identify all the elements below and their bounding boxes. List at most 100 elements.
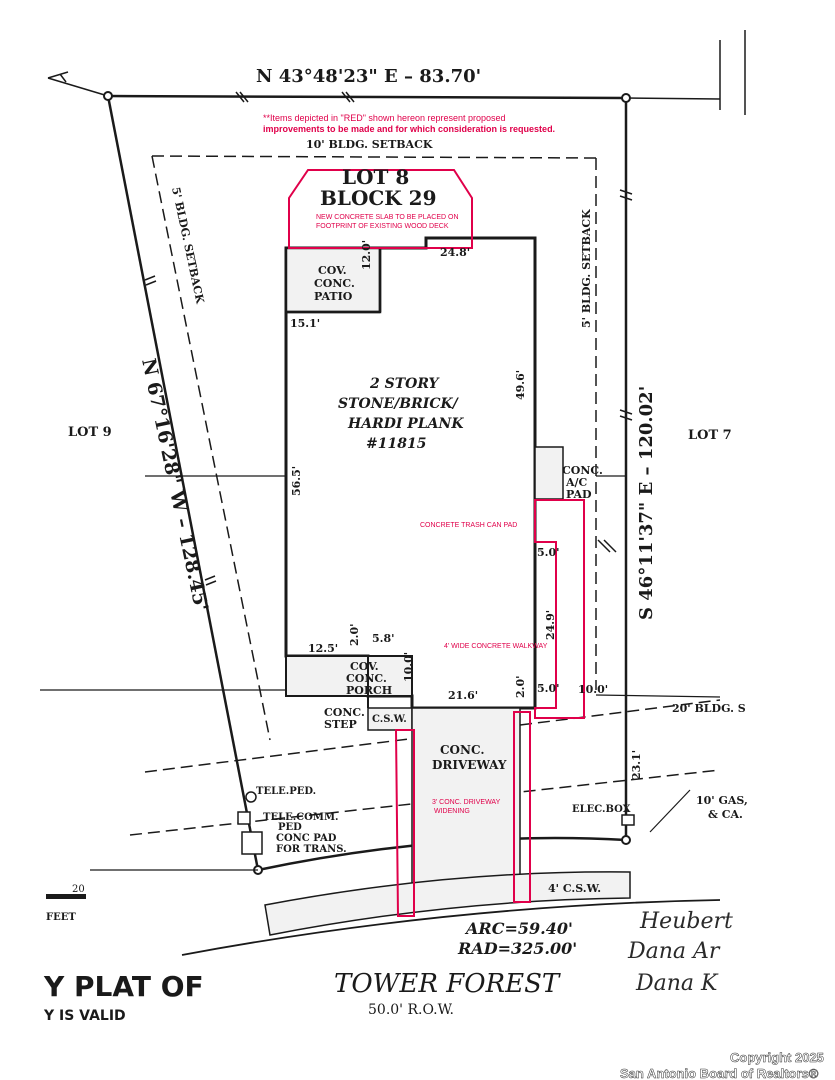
gas-label: 10' GAS, & CA. (696, 794, 748, 821)
csw-top-label: C.S.W. (372, 714, 407, 725)
svg-text:23.1': 23.1' (630, 750, 643, 780)
driveway-label: CONC. DRIVEWAY (432, 743, 507, 772)
property-boundary (106, 94, 628, 872)
svg-text:12.0': 12.0' (360, 240, 373, 270)
lot-left-label: LOT 9 (68, 425, 112, 440)
svg-text:49.6': 49.6' (514, 370, 527, 400)
patio-label: COV. CONC. PATIO (314, 264, 355, 303)
dimension-labels: 24.8' 12.0' 15.1' 49.6' 56.5' 12.5' 2.0'… (290, 240, 643, 780)
proposed-note-line2: improvements to be made and for which co… (263, 124, 555, 134)
svg-text:CONC PAD: CONC PAD (276, 833, 337, 844)
arc-label: ARC=59.40' (464, 919, 573, 938)
svg-text:A/C: A/C (565, 476, 588, 489)
svg-text:STONE/BRICK/: STONE/BRICK/ (338, 396, 460, 412)
svg-text:10.0': 10.0' (578, 683, 608, 696)
svg-text:5.8': 5.8' (372, 632, 395, 645)
plat-title: Y PLAT OF (43, 970, 204, 1003)
widening-note-line1: 3' CONC. DRIVEWAY (432, 799, 501, 806)
svg-text:PATIO: PATIO (314, 290, 353, 303)
slab-note-line1: NEW CONCRETE SLAB TO BE PLACED ON (316, 214, 459, 221)
block-label: BLOCK 29 (320, 186, 436, 210)
svg-text:CONC.: CONC. (324, 706, 365, 719)
svg-text:Heubert: Heubert (639, 909, 733, 934)
north-bearing: N 43°48'23" E – 83.70' (256, 66, 481, 87)
street-name: TOWER FOREST (334, 969, 561, 999)
svg-text:DRIVEWAY: DRIVEWAY (432, 758, 507, 772)
utility-symbols (237, 791, 635, 855)
trash-pad-note: CONCRETE TRASH CAN PAD (420, 522, 517, 529)
slab-note-line2: FOOTPRINT OF EXISTING WOOD DECK (316, 223, 449, 230)
house-description: 2 STORY STONE/BRICK/ HARDI PLANK #11815 (338, 376, 464, 452)
svg-text:24.8': 24.8' (440, 246, 470, 259)
svg-text:CONC.: CONC. (346, 672, 387, 685)
ref-lines (40, 475, 721, 871)
corner-pins (103, 91, 631, 875)
svg-text:21.6': 21.6' (448, 689, 478, 702)
conc-step-label: CONC. STEP (324, 706, 365, 731)
lot-right-label: LOT 7 (688, 428, 732, 443)
svg-text:PAD: PAD (566, 488, 592, 501)
covered-porch (285, 655, 413, 708)
left-setback-label: 5' BLDG. SETBACK (169, 186, 206, 305)
walkway-note: 4' WIDE CONCRETE WALKWAY (444, 643, 548, 650)
copyright-line1: Copyright 2025 (730, 1050, 824, 1065)
proposed-improvements (288, 169, 585, 917)
conc-pad-trans-label: CONC PAD FOR TRANS. (276, 833, 347, 855)
east-bearing: S 46°11'37" E – 120.02' (636, 386, 657, 620)
svg-text:5.0': 5.0' (537, 546, 560, 559)
front-setback-label: 20' BLDG. S (672, 702, 746, 715)
svg-text:COV.: COV. (318, 264, 347, 277)
svg-text:CONC.: CONC. (314, 277, 355, 290)
svg-text:TELE.COMM.: TELE.COMM. (263, 812, 339, 823)
right-setback-label: 5' BLDG. SETBACK (580, 209, 593, 328)
svg-text:10.0': 10.0' (402, 652, 415, 682)
tele-comm-label: TELE.COMM. PED (263, 812, 339, 833)
svg-text:12.5': 12.5' (308, 642, 338, 655)
svg-text:20: 20 (72, 884, 85, 895)
svg-text:FOR TRANS.: FOR TRANS. (276, 844, 347, 855)
ac-pad (534, 446, 564, 500)
svg-text:10' GAS,: 10' GAS, (696, 794, 748, 807)
svg-text:5.0': 5.0' (537, 682, 560, 695)
svg-text:CONC.: CONC. (562, 464, 603, 477)
valid-text: Y IS VALID (43, 1008, 126, 1024)
elec-box-label: ELEC.BOX (572, 804, 631, 815)
svg-text:Dana K: Dana K (635, 971, 719, 996)
svg-text:15.1': 15.1' (290, 317, 320, 330)
svg-text:#11815: #11815 (366, 436, 426, 452)
svg-text:STEP: STEP (324, 718, 357, 731)
covered-patio (284, 246, 382, 314)
scale-bar: 20 FEET (46, 884, 86, 923)
svg-text:CONC.: CONC. (440, 743, 485, 757)
ac-pad-label: CONC. A/C PAD (562, 464, 603, 501)
svg-text:& CA.: & CA. (708, 808, 743, 821)
svg-text:HARDI PLANK: HARDI PLANK (347, 416, 464, 432)
right-of-way: 50.0' R.O.W. (368, 1002, 454, 1018)
svg-text:PED: PED (278, 822, 302, 833)
svg-text:56.5': 56.5' (290, 466, 303, 496)
copyright-line2: San Antonio Board of Realtors® (620, 1066, 819, 1080)
svg-text:2.0': 2.0' (514, 675, 527, 698)
svg-text:FEET: FEET (46, 912, 76, 923)
svg-text:Dana Ar: Dana Ar (627, 939, 721, 964)
extension-lines (47, 30, 746, 115)
rear-setback-label: 10' BLDG. SETBACK (306, 138, 433, 151)
csw-bottom-label: 4' C.S.W. (548, 882, 601, 895)
proposed-note-line1: **Items depicted in "RED" shown hereon r… (263, 113, 506, 123)
porch-label: COV. CONC. PORCH (346, 660, 392, 697)
svg-text:2 STORY: 2 STORY (369, 376, 441, 392)
svg-text:PORCH: PORCH (346, 684, 392, 697)
tick-marks (59, 73, 633, 586)
svg-text:2.0': 2.0' (348, 623, 361, 646)
lot-label: LOT 8 (342, 165, 409, 189)
street-edge (181, 899, 721, 956)
svg-text:COV.: COV. (350, 660, 379, 673)
signature: Heubert Dana Ar Dana K (627, 909, 733, 996)
svg-text:24.9': 24.9' (544, 610, 557, 640)
widening-note-line2: WIDENING (434, 808, 470, 815)
sidewalk (264, 871, 631, 936)
tele-ped-label: TELE.PED. (256, 786, 316, 797)
rad-label: RAD=325.00' (457, 939, 577, 958)
